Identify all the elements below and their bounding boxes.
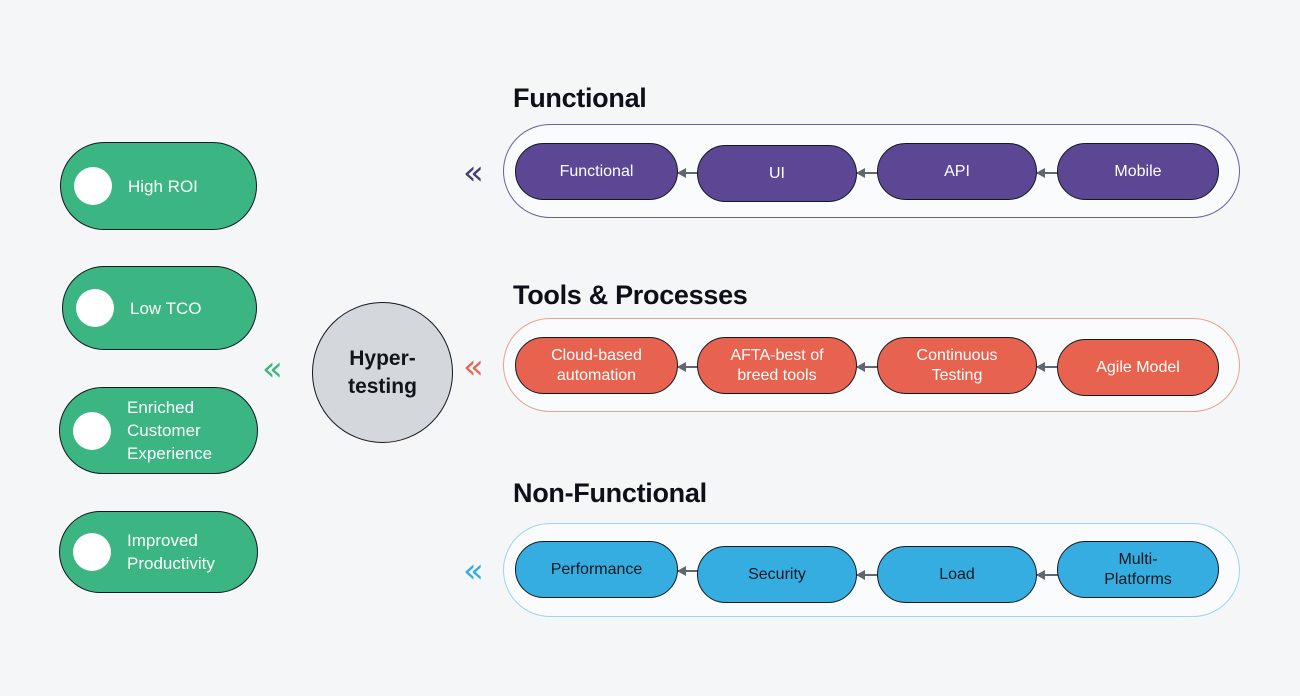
node-non-functional-3[interactable]: Load [877,546,1037,603]
hub-circle: Hyper- testing [312,302,453,443]
benefit-label: Low TCO [130,298,202,318]
node-non-functional-4[interactable]: Multi- Platforms [1057,541,1219,598]
connector-arrow-functional-2 [856,168,879,178]
benefit-bullet-icon [73,533,111,571]
benefit-label: High ROI [128,176,198,196]
benefit-bullet-icon [74,167,112,205]
chevron-benefits-icon: « [262,349,283,389]
node-label: Mobile [1114,162,1162,180]
node-tools-processes-3[interactable]: Continuous Testing [877,337,1037,394]
chevron-tools-icon: « [463,347,484,387]
benefit-bullet-icon [76,289,114,327]
benefit-pill-4[interactable]: Improved Productivity [59,511,258,593]
benefit-pill-1[interactable]: High ROI [60,142,257,230]
node-functional-3[interactable]: API [877,143,1037,200]
node-functional-1[interactable]: Functional [515,143,678,200]
node-tools-processes-1[interactable]: Cloud-based automation [515,337,678,394]
node-label: Cloud-based automation [551,346,642,384]
group-title-functional: Functional [513,83,647,113]
connector-arrow-non-functional-3 [1036,570,1059,580]
node-label: AFTA-best of breed tools [730,346,824,384]
node-label: Load [939,565,975,583]
connector-arrow-tools-processes-3 [1036,362,1059,372]
group-title-non-functional: Non-Functional [513,478,707,508]
benefit-label: Enriched Customer Experience [127,398,213,463]
connector-arrow-non-functional-2 [856,570,879,580]
node-label: Continuous Testing [916,346,998,384]
node-functional-2[interactable]: UI [697,145,857,202]
node-label: API [944,162,970,180]
connector-arrow-non-functional-1 [677,566,700,576]
connector-arrow-tools-processes-1 [677,362,700,372]
node-label: Agile Model [1096,358,1180,376]
benefit-label: Improved Productivity [127,531,215,573]
node-label: Security [748,565,806,583]
hub-label: Hyper- testing [348,346,417,398]
node-functional-4[interactable]: Mobile [1057,143,1219,200]
node-label: Functional [559,162,634,180]
connector-arrow-functional-1 [677,168,700,178]
node-tools-processes-4[interactable]: Agile Model [1057,339,1219,396]
chevron-non-functional-icon: « [463,551,484,591]
benefit-pill-3[interactable]: Enriched Customer Experience [59,387,258,474]
node-label: Multi- Platforms [1104,550,1172,588]
node-tools-processes-2[interactable]: AFTA-best of breed tools [697,337,857,394]
connector-arrow-tools-processes-2 [856,362,879,372]
benefit-pill-2[interactable]: Low TCO [62,266,257,350]
benefit-bullet-icon [73,411,111,450]
node-non-functional-1[interactable]: Performance [515,541,678,598]
node-non-functional-2[interactable]: Security [697,546,857,603]
node-label: UI [769,164,785,182]
group-title-tools-processes: Tools & Processes [513,280,748,310]
chevron-functional-icon: « [463,153,484,193]
connector-arrow-functional-3 [1036,168,1059,178]
node-label: Performance [550,560,643,578]
